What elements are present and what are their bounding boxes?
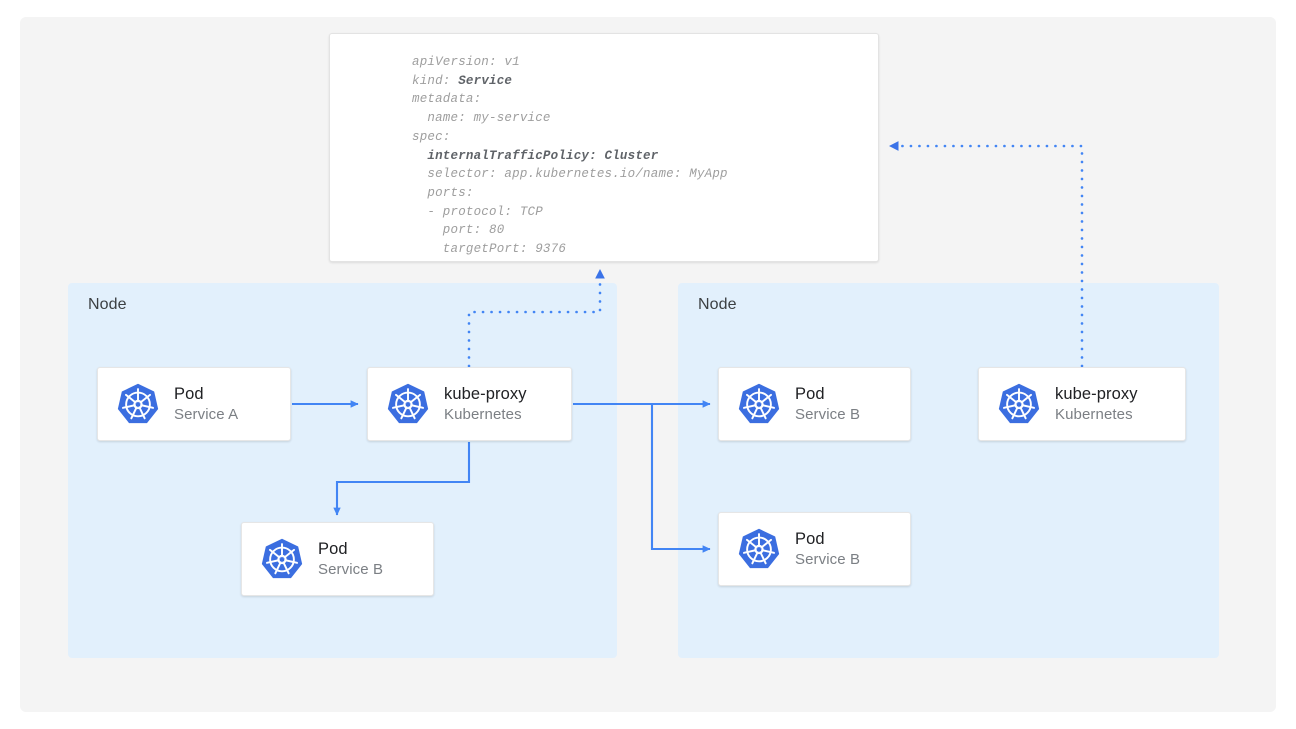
box-title: Pod — [795, 384, 825, 403]
box-subtitle: Service B — [318, 560, 384, 578]
node-label-right: Node — [698, 296, 737, 313]
box-subtitle: Kubernetes — [444, 405, 522, 423]
kubernetes-icon — [116, 382, 160, 426]
box-title: kube-proxy — [444, 384, 527, 403]
box-subtitle: Kubernetes — [1055, 405, 1133, 423]
box-kube-proxy-right[interactable]: kube-proxy Kubernetes — [978, 367, 1186, 441]
kubernetes-icon — [386, 382, 430, 426]
box-title: Pod — [795, 529, 825, 548]
kubernetes-icon — [260, 537, 304, 581]
box-subtitle: Service B — [795, 405, 861, 423]
kubernetes-icon — [737, 527, 781, 571]
box-title: kube-proxy — [1055, 384, 1138, 403]
kubernetes-icon — [737, 382, 781, 426]
service-manifest-code: apiVersion: v1 kind: Service metadata: n… — [412, 55, 728, 257]
box-pod-service-b-remote-2[interactable]: Pod Service B — [718, 512, 911, 586]
kubernetes-icon — [997, 382, 1041, 426]
box-pod-service-b-remote-1[interactable]: Pod Service B — [718, 367, 911, 441]
node-label-left: Node — [88, 296, 127, 313]
box-title: Pod — [174, 384, 204, 403]
box-subtitle: Service A — [174, 405, 239, 423]
node-panel-left: Node — [68, 283, 617, 658]
box-pod-service-b-left[interactable]: Pod Service B — [241, 522, 434, 596]
service-manifest-card: apiVersion: v1 kind: Service metadata: n… — [329, 33, 879, 262]
box-kube-proxy-left[interactable]: kube-proxy Kubernetes — [367, 367, 572, 441]
box-pod-service-a[interactable]: Pod Service A — [97, 367, 291, 441]
node-panel-right: Node — [678, 283, 1219, 658]
box-title: Pod — [318, 539, 348, 558]
box-subtitle: Service B — [795, 550, 861, 568]
